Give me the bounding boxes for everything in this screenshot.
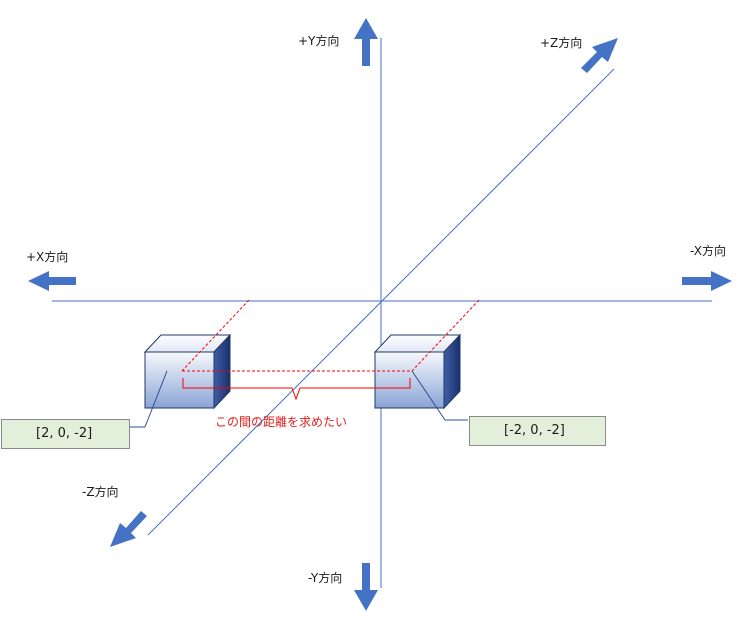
arrow-up-icon — [354, 18, 378, 66]
plus-z-label: +Z方向 — [540, 35, 582, 50]
dashed-guides — [181, 299, 480, 372]
arrow-upper-right-icon — [581, 38, 618, 73]
minus-y-label: -Y方向 — [308, 570, 342, 585]
left-box — [143, 333, 232, 410]
distance-annotation: この間の距離を求めたい — [215, 415, 347, 429]
left-coordinate-box: [2, 0, -2] — [1, 419, 130, 449]
distance-brace — [182, 378, 411, 401]
minus-x-label: -X方向 — [690, 243, 726, 258]
arrow-lower-left-icon — [110, 511, 147, 547]
arrow-right-icon — [682, 271, 732, 291]
right-coordinate-box: [-2, 0, -2] — [469, 416, 606, 446]
z-axis-line — [147, 68, 615, 536]
arrow-left-icon — [28, 271, 76, 291]
right-box — [373, 333, 462, 410]
arrow-down-icon — [354, 563, 378, 611]
right-leader-line — [411, 370, 446, 421]
minus-z-label: -Z方向 — [82, 484, 119, 499]
left-leader-line — [144, 370, 168, 428]
plus-y-label: +Y方向 — [298, 33, 339, 48]
plus-x-label: +X方向 — [26, 249, 68, 264]
